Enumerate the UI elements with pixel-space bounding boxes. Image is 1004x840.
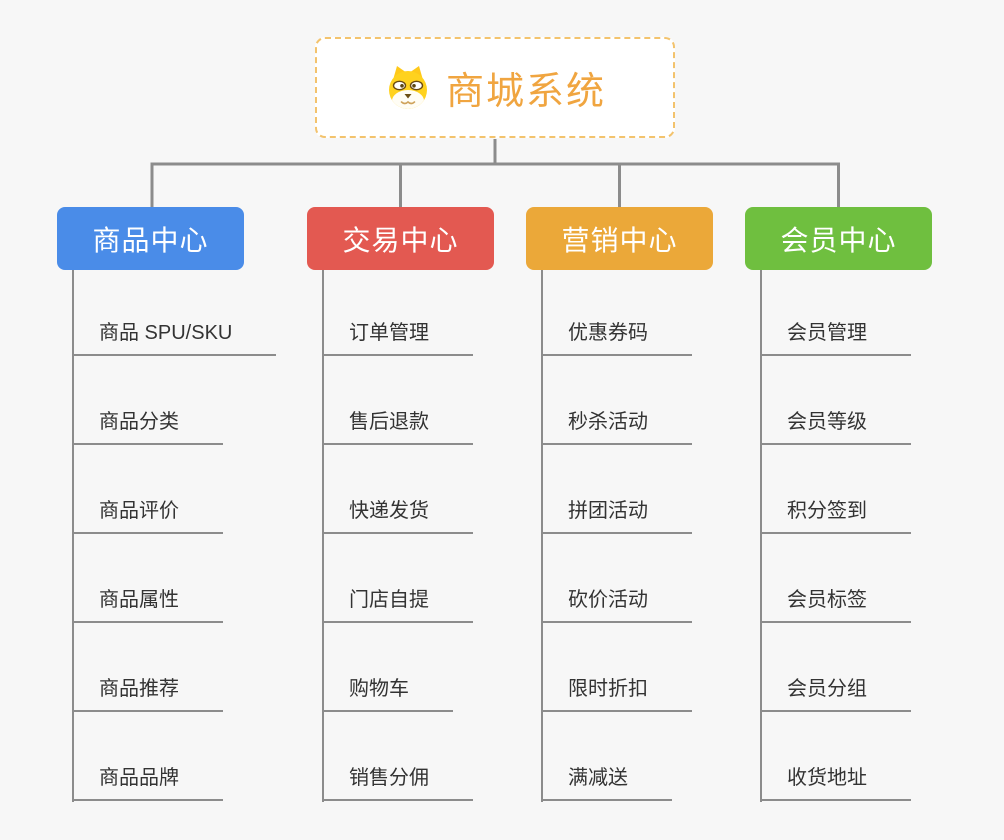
branch-trade-center: 交易中心订单管理售后退款快递发货门店自提购物车销售分佣 — [307, 207, 557, 807]
leaf-node[interactable]: 售后退款 — [322, 409, 473, 445]
leaf-node[interactable]: 门店自提 — [322, 587, 473, 623]
leaf-node[interactable]: 销售分佣 — [322, 765, 473, 801]
branch-stem-line — [322, 270, 324, 802]
branch-box-marketing-center[interactable]: 营销中心 — [526, 207, 713, 270]
leaf-node[interactable]: 限时折扣 — [541, 676, 692, 712]
root-node[interactable]: 商城系统 — [315, 37, 675, 138]
branch-box-product-center[interactable]: 商品中心 — [57, 207, 244, 270]
leaf-node[interactable]: 商品评价 — [72, 498, 223, 534]
leaf-node[interactable]: 会员管理 — [760, 320, 911, 356]
branch-box-trade-center[interactable]: 交易中心 — [307, 207, 494, 270]
connector-lines — [150, 139, 840, 207]
leaf-node[interactable]: 商品分类 — [72, 409, 223, 445]
leaf-node[interactable]: 拼团活动 — [541, 498, 692, 534]
leaf-node[interactable]: 商品 SPU/SKU — [72, 320, 277, 356]
leaf-node[interactable]: 购物车 — [322, 676, 453, 712]
leaf-node[interactable]: 会员分组 — [760, 676, 911, 712]
leaf-node[interactable]: 会员等级 — [760, 409, 911, 445]
leaf-node[interactable]: 商品属性 — [72, 587, 223, 623]
branch-stem-line — [760, 270, 762, 802]
branch-marketing-center: 营销中心优惠券码秒杀活动拼团活动砍价活动限时折扣满减送 — [526, 207, 776, 807]
leaf-node[interactable]: 优惠券码 — [541, 320, 692, 356]
branch-stem-line — [541, 270, 543, 802]
leaf-node[interactable]: 快递发货 — [322, 498, 473, 534]
leaf-node[interactable]: 商品推荐 — [72, 676, 223, 712]
branch-product-center: 商品中心商品 SPU/SKU 商品分类商品评价商品属性商品推荐商品品牌 — [57, 207, 307, 807]
leaf-node[interactable]: 满减送 — [541, 765, 672, 801]
dog-icon — [384, 64, 432, 112]
leaf-node[interactable]: 收货地址 — [760, 765, 911, 801]
branch-member-center: 会员中心会员管理会员等级积分签到会员标签会员分组收货地址 — [745, 207, 995, 807]
root-title: 商城系统 — [445, 71, 606, 113]
leaf-node[interactable]: 商品品牌 — [72, 765, 223, 801]
leaf-node[interactable]: 积分签到 — [760, 498, 911, 534]
leaf-node[interactable]: 会员标签 — [760, 587, 911, 623]
branch-stem-line — [72, 270, 74, 802]
leaf-node[interactable]: 秒杀活动 — [541, 409, 692, 445]
branch-box-member-center[interactable]: 会员中心 — [745, 207, 932, 270]
leaf-node[interactable]: 订单管理 — [322, 320, 473, 356]
leaf-node[interactable]: 砍价活动 — [541, 587, 692, 623]
